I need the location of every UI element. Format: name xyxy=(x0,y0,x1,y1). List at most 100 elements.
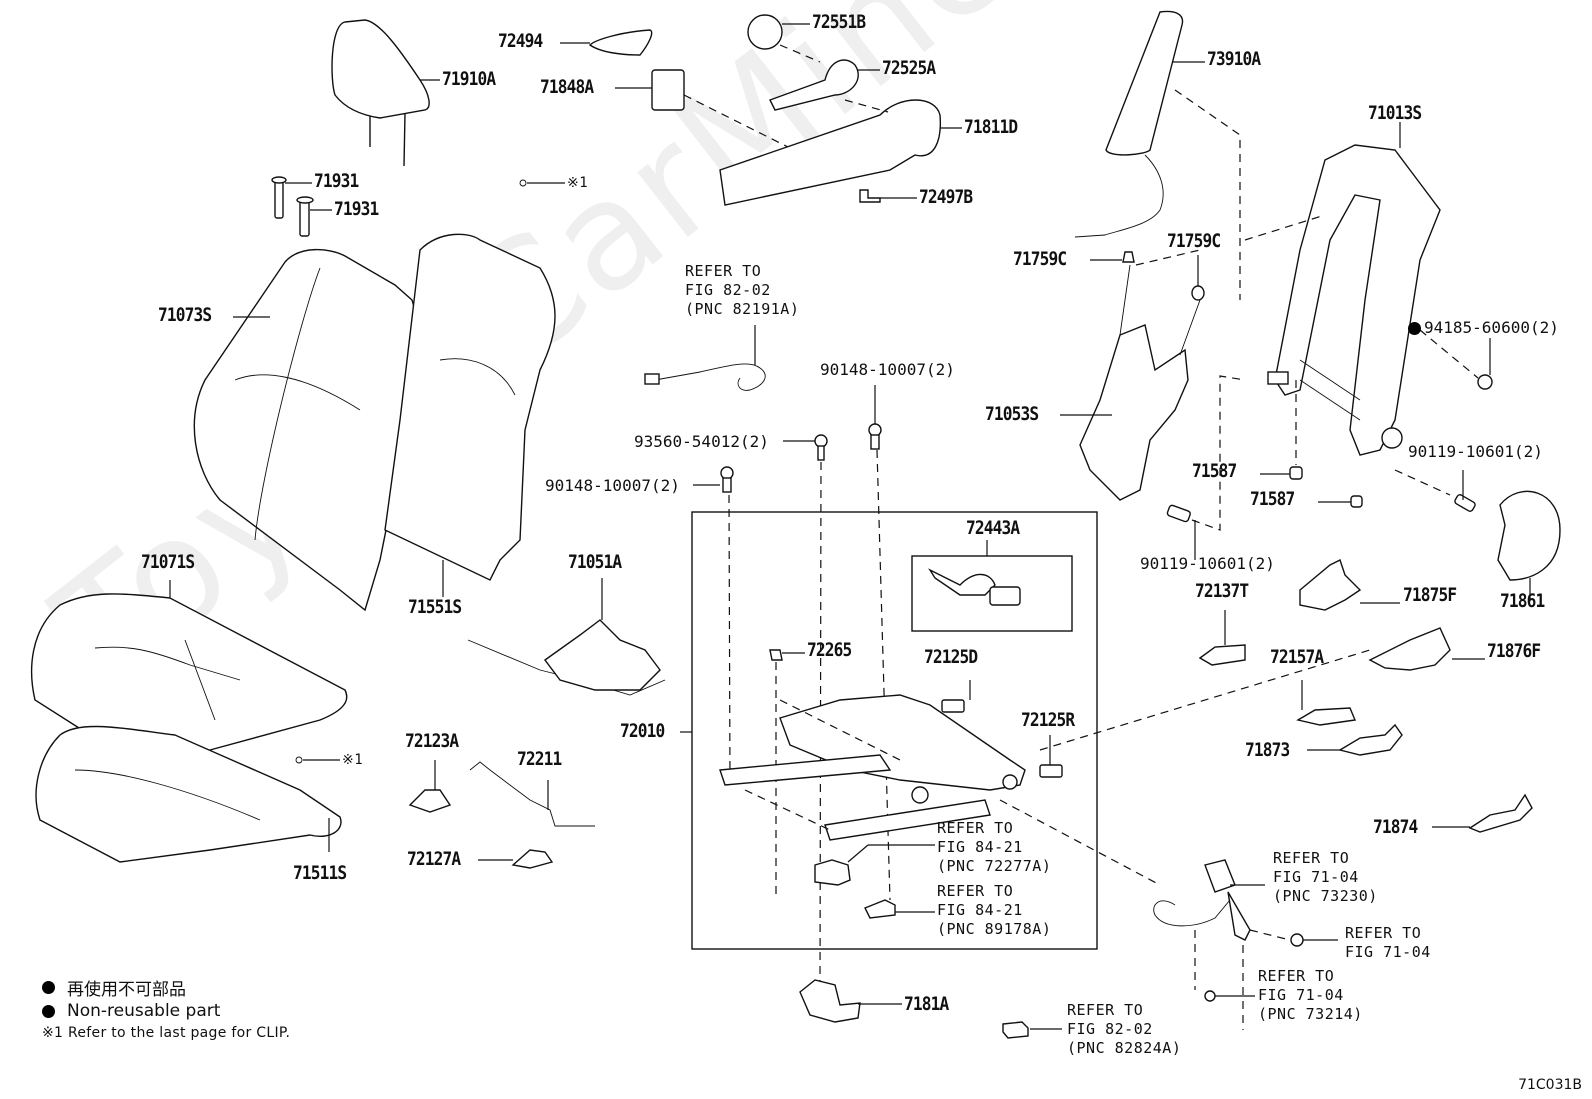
bolt-90148-right-part[interactable] xyxy=(868,423,882,450)
label-73910A[interactable]: 73910A xyxy=(1207,48,1261,70)
refer-fig-84-21-pnc-72277A[interactable]: REFER TO FIG 84-21 (PNC 72277A) xyxy=(937,819,1052,875)
cover-71874-part[interactable] xyxy=(1468,793,1533,833)
cover-71873-part[interactable] xyxy=(1338,723,1403,756)
label-71875F[interactable]: 71875F xyxy=(1403,584,1457,606)
headrest-part[interactable] xyxy=(331,19,430,167)
lock-72125D-part[interactable] xyxy=(941,699,965,713)
cover-71861-part[interactable] xyxy=(1497,490,1561,581)
label-72497B[interactable]: 72497B xyxy=(919,186,973,208)
label-90119-10601-right[interactable]: 90119-10601(2) xyxy=(1408,442,1543,461)
bolt-90148-left-part[interactable] xyxy=(720,466,734,493)
label-71811D[interactable]: 71811D xyxy=(964,116,1018,138)
clip-72127A-part[interactable] xyxy=(511,849,554,869)
label-72157A[interactable]: 72157A xyxy=(1270,646,1324,668)
cover-72137T-part[interactable] xyxy=(1198,644,1246,666)
bolt-93560-part[interactable] xyxy=(814,434,828,461)
motor-72443A-part[interactable] xyxy=(928,568,1021,606)
cover-71876F-part[interactable] xyxy=(1368,627,1451,671)
label-71759C-right[interactable]: 71759C xyxy=(1167,230,1221,252)
label-71876F[interactable]: 71876F xyxy=(1487,640,1541,662)
label-71071S[interactable]: 71071S xyxy=(141,551,195,573)
label-72525A[interactable]: 72525A xyxy=(882,57,936,79)
cover-7181A-part[interactable] xyxy=(799,979,861,1023)
bolt-90119-right-part[interactable] xyxy=(1454,494,1476,513)
headrest-support-part[interactable] xyxy=(271,176,314,237)
harness-82191A-part[interactable] xyxy=(654,363,766,391)
seat-track-72010-part[interactable] xyxy=(719,694,1026,841)
label-72137T[interactable]: 72137T xyxy=(1195,580,1249,602)
refer-fig-82-02-pnc-82824A[interactable]: REFER TO FIG 82-02 (PNC 82824A) xyxy=(1067,1001,1182,1057)
guide-71759C-right-part[interactable] xyxy=(1191,285,1205,301)
label-72551B[interactable]: 72551B xyxy=(812,11,866,33)
spacer-71587-b-part[interactable] xyxy=(1350,495,1363,508)
washer-73214-part[interactable] xyxy=(1204,990,1216,1002)
label-72125D[interactable]: 72125D xyxy=(924,646,978,668)
spacer-71587-a-part[interactable] xyxy=(1289,466,1303,480)
label-71073S[interactable]: 71073S xyxy=(158,304,212,326)
bracket-89178A-part[interactable] xyxy=(864,899,896,919)
label-90119-10601-left[interactable]: 90119-10601(2) xyxy=(1140,554,1275,573)
label-72125R[interactable]: 72125R xyxy=(1021,709,1075,731)
bolt-90119-left-part[interactable] xyxy=(1166,504,1191,523)
knob-72551B-part[interactable] xyxy=(747,14,783,50)
cover-72157A-part[interactable] xyxy=(1296,707,1356,726)
refer-fig-71-04[interactable]: REFER TO FIG 71-04 xyxy=(1345,924,1431,961)
label-71013S[interactable]: 71013S xyxy=(1368,102,1422,124)
seatback-cover-71073S-part[interactable] xyxy=(193,248,420,612)
cover-71848A-part[interactable] xyxy=(651,69,685,111)
rod-72211-part[interactable] xyxy=(469,761,595,827)
nut-94185-part[interactable] xyxy=(1477,374,1493,390)
airbag-73910A-part[interactable] xyxy=(1105,10,1184,156)
label-71051A[interactable]: 71051A xyxy=(568,551,622,573)
label-71053S[interactable]: 71053S xyxy=(985,403,1039,425)
label-7181A[interactable]: 7181A xyxy=(904,993,949,1015)
seatback-pad-71551S-part[interactable] xyxy=(384,233,556,581)
non-reusable-dot-icon xyxy=(42,980,55,994)
cover-71875F-part[interactable] xyxy=(1299,559,1362,611)
label-71551S[interactable]: 71551S xyxy=(408,596,462,618)
label-71861[interactable]: 71861 xyxy=(1500,590,1545,612)
label-71587-b[interactable]: 71587 xyxy=(1250,488,1295,510)
refer-fig-82-02-pnc-82191A[interactable]: REFER TO FIG 82-02 (PNC 82191A) xyxy=(685,262,800,318)
guide-71759C-left-part[interactable] xyxy=(1122,251,1135,263)
label-71931-b[interactable]: 71931 xyxy=(334,198,379,220)
label-72211[interactable]: 72211 xyxy=(517,748,562,770)
label-71873[interactable]: 71873 xyxy=(1245,739,1290,761)
label-94185-60600[interactable]: 94185-60600(2) xyxy=(1424,318,1559,337)
refer-fig-84-21-pnc-89178A[interactable]: REFER TO FIG 84-21 (PNC 89178A) xyxy=(937,882,1052,938)
clip-72497B-part[interactable] xyxy=(859,189,881,203)
connector-82824A-part[interactable] xyxy=(1002,1021,1029,1039)
label-71587-a[interactable]: 71587 xyxy=(1192,460,1237,482)
clip-72265-part[interactable] xyxy=(769,649,783,661)
cover-72494-part[interactable] xyxy=(588,29,653,56)
label-71848A[interactable]: 71848A xyxy=(540,76,594,98)
label-93560-54012[interactable]: 93560-54012(2) xyxy=(634,432,769,451)
lock-72125R-part[interactable] xyxy=(1039,764,1063,778)
label-72010[interactable]: 72010 xyxy=(620,720,665,742)
label-72127A[interactable]: 72127A xyxy=(407,848,461,870)
label-72494[interactable]: 72494 xyxy=(498,30,543,52)
label-72123A[interactable]: 72123A xyxy=(405,730,459,752)
cushion-pad-71511S-part[interactable] xyxy=(35,725,342,863)
label-71874[interactable]: 71874 xyxy=(1373,816,1418,838)
label-71910A[interactable]: 71910A xyxy=(442,68,496,90)
label-90148-10007-left[interactable]: 90148-10007(2) xyxy=(545,476,680,495)
refer-fig-71-04-pnc-73214[interactable]: REFER TO FIG 71-04 (PNC 73214) xyxy=(1258,967,1363,1023)
refer-fig-71-04-pnc-73230[interactable]: REFER TO FIG 71-04 (PNC 73230) xyxy=(1273,849,1378,905)
label-72265[interactable]: 72265 xyxy=(807,639,852,661)
bracket-72277A-part[interactable] xyxy=(814,859,851,886)
lever-72525A-part[interactable] xyxy=(769,59,859,111)
label-71511S[interactable]: 71511S xyxy=(293,862,347,884)
clip-note-marker-top: ※1 xyxy=(567,175,589,191)
seatback-bracket-71053S-part[interactable] xyxy=(1079,264,1201,501)
side-shield-71811D-part[interactable] xyxy=(719,99,942,206)
nut-71-04-part[interactable] xyxy=(1290,933,1304,947)
seatback-frame-71013S-part[interactable] xyxy=(1267,144,1441,456)
label-71931-a[interactable]: 71931 xyxy=(314,170,359,192)
label-71759C-left[interactable]: 71759C xyxy=(1013,248,1067,270)
clip-72123A-part[interactable] xyxy=(408,789,452,813)
label-72443A[interactable]: 72443A xyxy=(966,517,1020,539)
seatbelt-buckle-73230-part[interactable] xyxy=(1153,859,1251,941)
lumbar-71051A-part[interactable] xyxy=(467,619,666,696)
label-90148-10007-right[interactable]: 90148-10007(2) xyxy=(820,360,955,379)
